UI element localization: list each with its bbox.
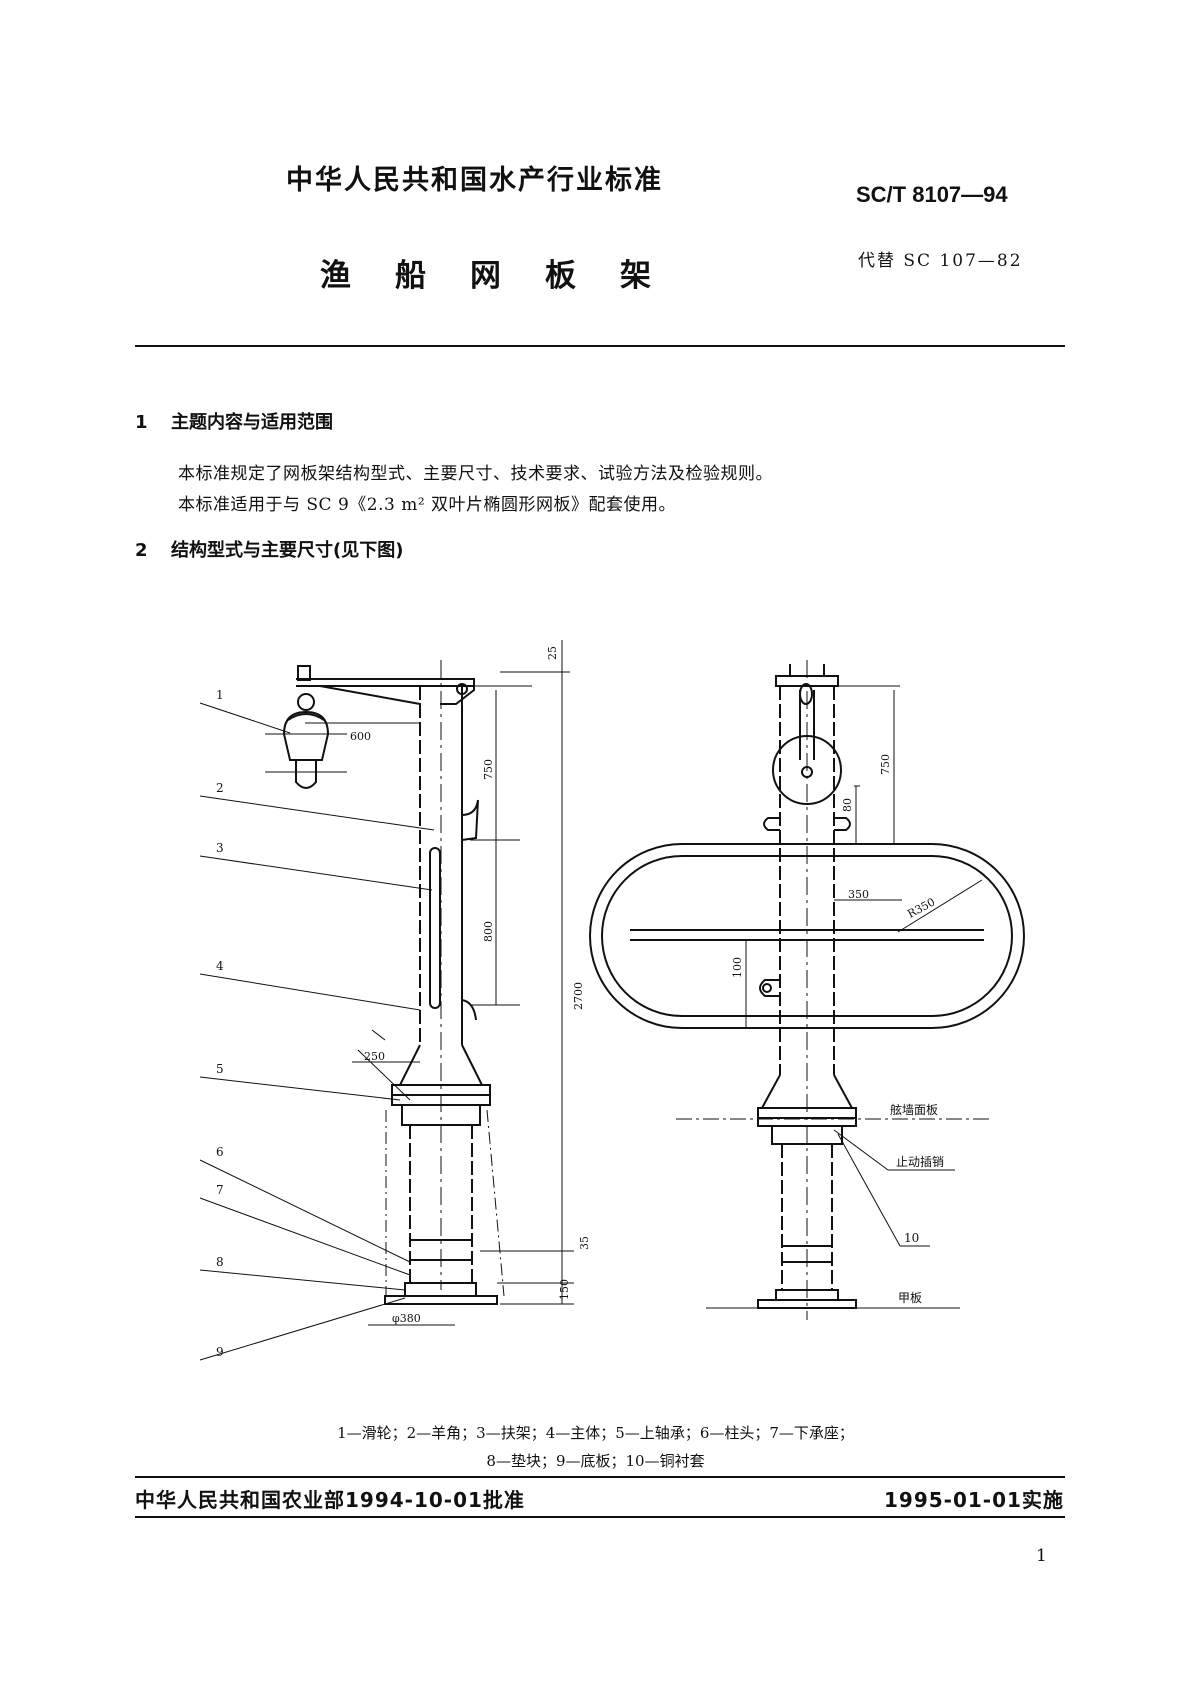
figure-legend-line-1: 1—滑轮；2—羊角；3—扶架；4—主体；5—上轴承；6—柱头；7—下承座； — [337, 1424, 854, 1442]
dim-350: 350 — [848, 888, 869, 901]
part-number-4: 4 — [216, 959, 224, 973]
page-number: 1 — [1036, 1546, 1047, 1566]
figure-legend-line-2: 8—垫块；9—底板；10—铜衬套 — [486, 1452, 705, 1470]
dim-800: 800 — [482, 921, 495, 942]
section-2-heading: 2 结构型式与主要尺寸(见下图) — [135, 536, 403, 562]
dim-100: 100 — [731, 957, 744, 978]
footer-rule-bottom — [135, 1516, 1065, 1518]
approval-text: 中华人民共和国农业部1994-10-01批准 — [135, 1488, 525, 1512]
implementation-text: 1995-01-01实施 — [884, 1488, 1064, 1512]
header-rule — [135, 345, 1065, 347]
dim-35: 35 — [578, 1236, 591, 1250]
part-number-6: 6 — [216, 1145, 224, 1159]
part-number-5: 5 — [216, 1062, 224, 1076]
dim-80: 80 — [841, 798, 854, 812]
bulkhead-label: 舷墙面板 — [890, 1102, 938, 1117]
section-2-number: 2 — [135, 540, 148, 561]
part-number-10: 10 — [904, 1231, 919, 1245]
section-1-heading: 1 主题内容与适用范围 — [135, 408, 333, 434]
section-2-title: 结构型式与主要尺寸(见下图) — [171, 540, 404, 561]
part-number-2: 2 — [216, 781, 224, 795]
section-1-number: 1 — [135, 412, 148, 433]
dim-250: 250 — [364, 1050, 385, 1063]
dim-600: 600 — [350, 730, 371, 743]
part-number-8: 8 — [216, 1255, 224, 1269]
replaces-note: 代替 SC 107—82 — [858, 251, 1023, 271]
stop-pin-label: 止动插销 — [896, 1155, 944, 1169]
part-number-9: 9 — [216, 1345, 224, 1359]
dim-r350: R350 — [905, 895, 937, 920]
section-1-title: 主题内容与适用范围 — [171, 412, 333, 433]
dim-380: φ380 — [392, 1312, 421, 1325]
part-number-3: 3 — [216, 841, 224, 855]
document-title: 渔船网板架 — [320, 258, 695, 294]
dim-750: 750 — [482, 759, 495, 780]
dim-750-right: 750 — [879, 754, 892, 775]
standard-title: 中华人民共和国水产行业标准 — [286, 165, 663, 196]
dim-2700: 2700 — [572, 982, 585, 1010]
part-number-7: 7 — [216, 1183, 224, 1197]
deck-label: 甲板 — [898, 1291, 922, 1305]
standard-number: SC/T 8107—94 — [856, 182, 1008, 207]
footer-rule-top — [135, 1476, 1065, 1478]
section-1-paragraph-2: 本标准适用于与 SC 9《2.3 m² 双叶片椭圆形网板》配套使用。 — [178, 495, 677, 515]
dim-150: 150 — [558, 1279, 571, 1300]
section-1-paragraph-1: 本标准规定了网板架结构型式、主要尺寸、技术要求、试验方法及检验规则。 — [178, 464, 773, 484]
part-number-1: 1 — [216, 688, 224, 702]
dim-25: 25 — [546, 646, 559, 660]
